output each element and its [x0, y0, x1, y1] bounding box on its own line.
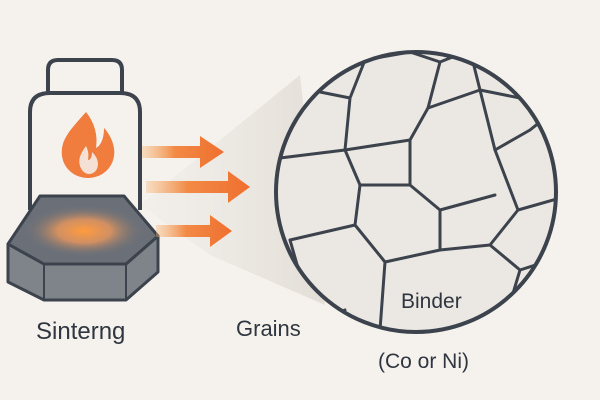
sintered-block-icon [6, 194, 160, 302]
grain-microstructure-icon [274, 50, 558, 334]
heat-arrow-icon [142, 136, 250, 247]
flame-icon [61, 112, 115, 178]
grains-label: Grains [236, 316, 301, 341]
binder-label: Binder [401, 290, 462, 313]
sintering-label: Sinterng [36, 318, 126, 345]
binder-material-label: (Co or Ni) [378, 350, 470, 373]
